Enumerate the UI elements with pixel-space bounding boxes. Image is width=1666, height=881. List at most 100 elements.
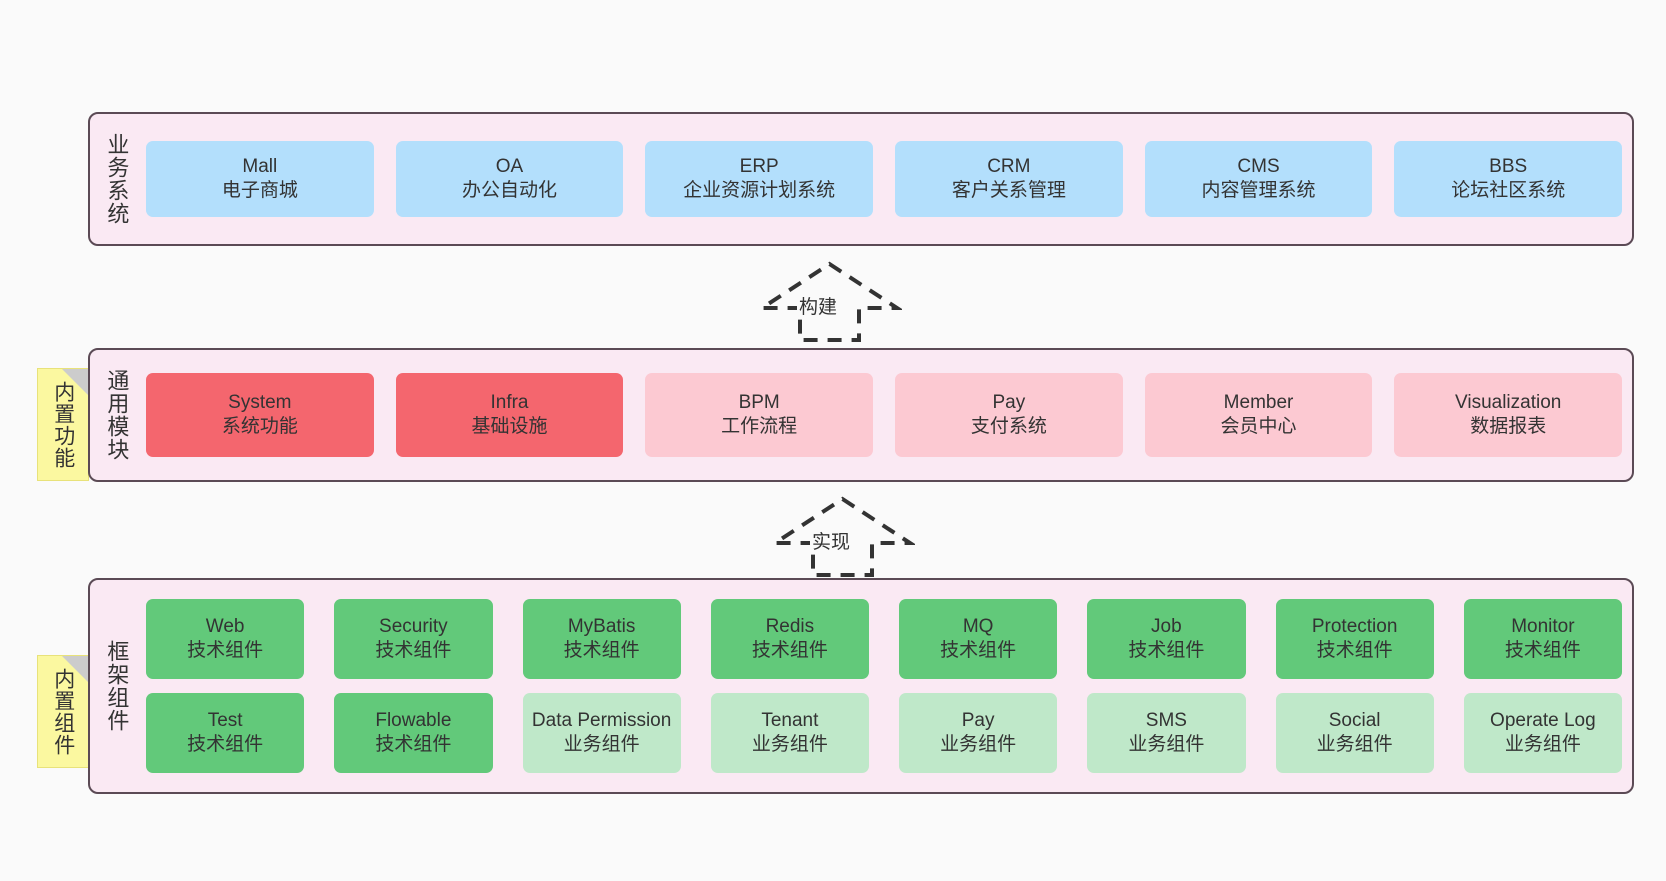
arrow-build: 构建 — [757, 260, 902, 342]
card-test[interactable]: Test 技术组件 — [146, 693, 305, 773]
layer-title-modules: 通用模块 — [104, 369, 130, 461]
card-title-cn: 系统功能 — [221, 416, 298, 437]
card-member[interactable]: Member 会员中心 — [1144, 373, 1373, 457]
card-title-cn: 业务组件 — [563, 734, 640, 755]
layer-body-modules: System 系统功能 Infra 基础设施 BPM 工作流程 Pay 支付系统… — [142, 350, 1632, 480]
layer-title-framework: 框架组件 — [104, 640, 130, 732]
card-title-cn: 基础设施 — [471, 416, 548, 437]
card-protection[interactable]: Protection 技术组件 — [1275, 599, 1434, 679]
card-title-en: OA — [495, 155, 524, 177]
card-title-cn: 技术组件 — [375, 734, 452, 755]
card-title-en: Pay — [961, 709, 995, 731]
card-title-en: Operate Log — [1490, 709, 1596, 731]
card-title-cn: 业务组件 — [1128, 734, 1205, 755]
card-cms[interactable]: CMS 内容管理系统 — [1144, 141, 1373, 217]
card-row: Web 技术组件 Security 技术组件 MyBatis 技术组件 Redi… — [146, 599, 1622, 679]
card-title-en: Monitor — [1511, 615, 1575, 637]
card-system[interactable]: System 系统功能 — [146, 373, 374, 457]
card-infra[interactable]: Infra 基础设施 — [395, 373, 624, 457]
card-title-cn: 技术组件 — [1504, 640, 1581, 661]
card-title-cn: 会员中心 — [1220, 416, 1297, 437]
card-title-en: Test — [207, 709, 243, 731]
card-row: Mall 电子商城 OA 办公自动化 ERP 企业资源计划系统 CRM 客户关系… — [146, 141, 1623, 217]
card-title-cn: 技术组件 — [940, 640, 1017, 661]
card-title-cn: 技术组件 — [187, 640, 264, 661]
card-title-en: CMS — [1237, 155, 1280, 177]
card-title-en: Visualization — [1455, 391, 1562, 413]
card-title-en: System — [228, 391, 292, 413]
card-title-cn: 内容管理系统 — [1201, 180, 1316, 201]
card-title-en: Social — [1328, 709, 1381, 731]
card-mybatis[interactable]: MyBatis 技术组件 — [522, 599, 681, 679]
layer-framework-components: 框架组件 Web 技术组件 Security 技术组件 MyBatis 技术组件… — [88, 578, 1634, 794]
layer-title-business: 业务系统 — [104, 133, 130, 225]
card-title-cn: 业务组件 — [751, 734, 828, 755]
card-job[interactable]: Job 技术组件 — [1087, 599, 1246, 679]
card-title-cn: 技术组件 — [1128, 640, 1205, 661]
card-title-en: Tenant — [761, 709, 819, 731]
card-web[interactable]: Web 技术组件 — [146, 599, 305, 679]
note-label: 内置功能 — [51, 380, 75, 469]
card-title-cn: 业务组件 — [1316, 734, 1393, 755]
card-title-cn: 电子商城 — [221, 180, 298, 201]
card-title-cn: 技术组件 — [1316, 640, 1393, 661]
card-mq[interactable]: MQ 技术组件 — [899, 599, 1058, 679]
arrow-implement-label: 实现 — [810, 527, 853, 554]
card-title-en: Mall — [242, 155, 278, 177]
card-title-en: Pay — [992, 391, 1026, 413]
card-visualization[interactable]: Visualization 数据报表 — [1394, 373, 1623, 457]
card-title-cn: 业务组件 — [940, 734, 1017, 755]
card-title-en: Job — [1151, 615, 1182, 637]
card-tenant[interactable]: Tenant 业务组件 — [710, 693, 869, 773]
card-title-cn: 客户关系管理 — [951, 180, 1066, 201]
card-pay[interactable]: Pay 支付系统 — [895, 373, 1123, 457]
card-title-cn: 技术组件 — [563, 640, 640, 661]
card-redis[interactable]: Redis 技术组件 — [710, 599, 869, 679]
card-title-en: Member — [1223, 391, 1294, 413]
card-title-cn: 技术组件 — [375, 640, 452, 661]
card-social[interactable]: Social 业务组件 — [1275, 693, 1434, 773]
layer-body-business: Mall 电子商城 OA 办公自动化 ERP 企业资源计划系统 CRM 客户关系… — [142, 114, 1632, 244]
card-flowable[interactable]: Flowable 技术组件 — [334, 693, 493, 773]
card-title-cn: 工作流程 — [721, 416, 798, 437]
card-title-cn: 支付系统 — [970, 416, 1047, 437]
card-bpm[interactable]: BPM 工作流程 — [645, 373, 874, 457]
card-mall[interactable]: Mall 电子商城 — [146, 141, 374, 217]
card-title-en: Security — [379, 615, 448, 637]
card-title-en: Data Permission — [531, 709, 672, 731]
card-title-cn: 技术组件 — [751, 640, 828, 661]
card-title-cn: 数据报表 — [1470, 416, 1547, 437]
card-monitor[interactable]: Monitor 技术组件 — [1463, 599, 1622, 679]
card-title-en: Protection — [1311, 615, 1398, 637]
card-sms[interactable]: SMS 业务组件 — [1087, 693, 1246, 773]
note-builtin-components: 内置组件 — [37, 655, 89, 768]
card-title-cn: 企业资源计划系统 — [683, 180, 836, 201]
layer-business-systems: 业务系统 Mall 电子商城 OA 办公自动化 ERP 企业资源计划系统 CRM… — [88, 112, 1634, 246]
card-title-en: CRM — [987, 155, 1031, 177]
card-row: Test 技术组件 Flowable 技术组件 Data Permission … — [146, 693, 1622, 773]
card-bbs[interactable]: BBS 论坛社区系统 — [1394, 141, 1623, 217]
card-row: System 系统功能 Infra 基础设施 BPM 工作流程 Pay 支付系统… — [146, 373, 1623, 457]
card-operate-log[interactable]: Operate Log 业务组件 — [1463, 693, 1622, 773]
note-label: 内置组件 — [51, 667, 75, 756]
card-title-en: Web — [205, 615, 245, 637]
card-title-en: MyBatis — [567, 615, 636, 637]
card-title-cn: 业务组件 — [1504, 734, 1581, 755]
card-erp[interactable]: ERP 企业资源计划系统 — [645, 141, 874, 217]
card-oa[interactable]: OA 办公自动化 — [395, 141, 624, 217]
card-title-en: BBS — [1489, 155, 1528, 177]
arrow-up-dashed-icon — [757, 261, 902, 342]
card-title-cn: 论坛社区系统 — [1451, 180, 1566, 201]
arrow-up-dashed-icon — [770, 496, 915, 577]
card-title-en: BPM — [738, 391, 780, 413]
card-title-en: SMS — [1145, 709, 1187, 731]
card-data-permission[interactable]: Data Permission 业务组件 — [522, 693, 681, 773]
card-pay-business[interactable]: Pay 业务组件 — [899, 693, 1058, 773]
card-security[interactable]: Security 技术组件 — [334, 599, 493, 679]
card-title-en: MQ — [962, 615, 994, 637]
card-title-en: Redis — [765, 615, 815, 637]
layer-common-modules: 通用模块 System 系统功能 Infra 基础设施 BPM 工作流程 Pay… — [88, 348, 1634, 482]
card-crm[interactable]: CRM 客户关系管理 — [895, 141, 1123, 217]
card-title-cn: 办公自动化 — [462, 180, 558, 201]
